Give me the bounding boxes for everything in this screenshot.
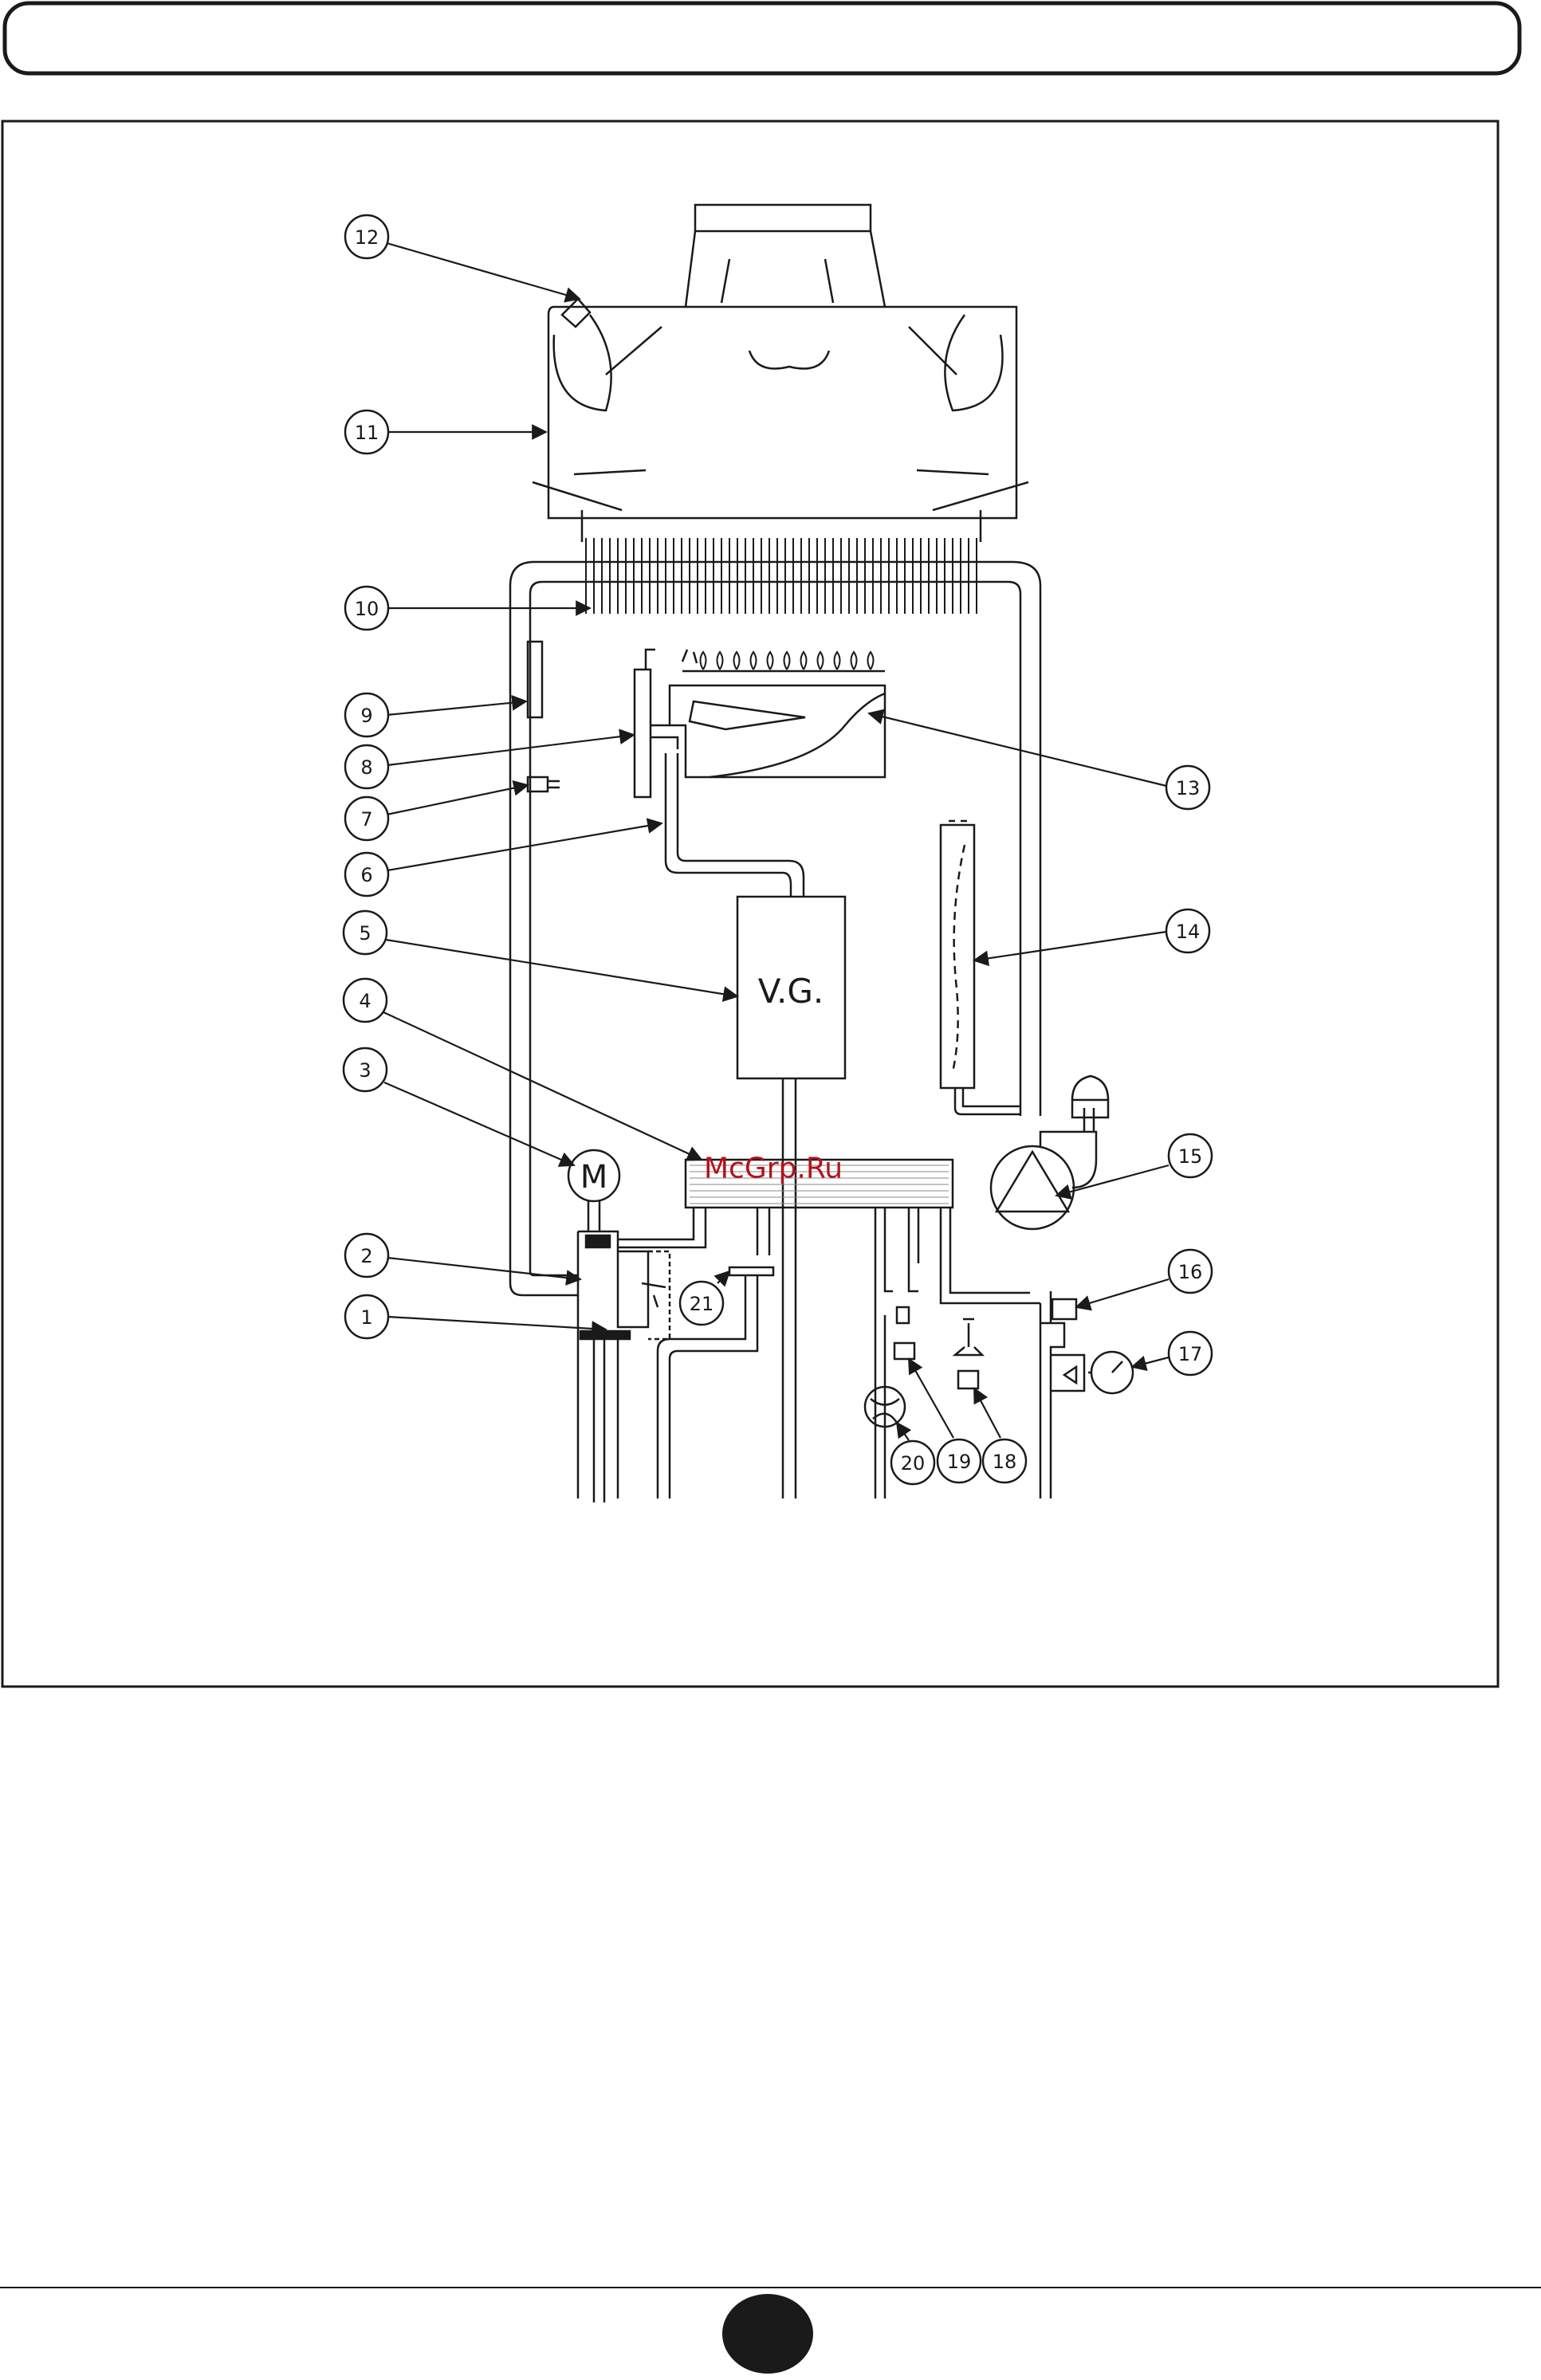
callout-21-circle <box>678 1280 725 1326</box>
expansion-vessel <box>939 819 1020 1116</box>
circulation-pump <box>989 1098 1110 1231</box>
flow-switch <box>952 1318 985 1390</box>
callout-20-label: 20 <box>901 1452 926 1475</box>
header-bar <box>2 1 1522 76</box>
leader-13 <box>867 709 1167 787</box>
leader-8 <box>387 729 635 767</box>
callout-9-circle <box>344 692 390 738</box>
leader-14 <box>973 930 1167 967</box>
callout-15-label: 15 <box>1178 1145 1203 1168</box>
safety-valve <box>1039 1291 1078 1498</box>
leader-2 <box>387 1256 582 1286</box>
callout-5-label: 5 <box>359 922 371 945</box>
callout-16-circle <box>1167 1248 1213 1294</box>
hydraulic-block <box>684 1158 954 1209</box>
leader-21 <box>713 1270 731 1287</box>
flow-turbine <box>863 1385 906 1428</box>
callout-5-circle <box>342 909 388 956</box>
motor-shaft <box>587 1201 601 1231</box>
primary-circuit-pipe <box>509 560 1042 1297</box>
callout-11-circle <box>344 409 390 455</box>
motor-label: M <box>580 1159 608 1196</box>
callout-4-circle <box>342 977 388 1023</box>
leader-12 <box>386 242 581 303</box>
watermark-text: McGrp.Ru <box>704 1153 843 1185</box>
leader-16 <box>1075 1278 1170 1311</box>
callout-3-label: 3 <box>359 1059 371 1082</box>
hydraulic-block-hatching <box>690 1164 949 1204</box>
heat-exchanger-fins <box>585 538 977 614</box>
outlet-pipes <box>656 1208 775 1498</box>
leader-17 <box>1130 1355 1170 1372</box>
automatic-air-vent <box>1071 1074 1110 1101</box>
ignition-electrode <box>633 648 679 799</box>
callout-13-circle <box>1165 764 1211 811</box>
callout-7-circle <box>344 795 390 842</box>
callout-21-label: 21 <box>690 1293 714 1315</box>
callout-4-label: 4 <box>359 990 371 1012</box>
leader-1 <box>387 1315 607 1337</box>
flue-thermostat <box>526 640 544 719</box>
pressure-gauge <box>1051 1350 1134 1395</box>
leader-15 <box>1055 1164 1170 1200</box>
leader-18 <box>973 1387 1001 1439</box>
callout-10-label: 10 <box>355 598 379 620</box>
callout-6-label: 6 <box>360 864 372 886</box>
callout-8-circle <box>344 744 390 790</box>
burner-flames <box>699 650 875 670</box>
callout-17-circle <box>1167 1330 1213 1377</box>
callout-1-circle <box>344 1294 390 1340</box>
leader-19 <box>908 1357 954 1439</box>
callout-8-label: 8 <box>360 756 372 779</box>
callout-15-circle <box>1167 1133 1213 1179</box>
callout-11-label: 11 <box>355 422 379 444</box>
callout-19-label: 19 <box>947 1451 972 1473</box>
callout-7-label: 7 <box>360 808 372 831</box>
callout-14-label: 14 <box>1176 921 1201 943</box>
overheat-thermostat <box>526 776 560 793</box>
callout-13-label: 13 <box>1176 777 1201 799</box>
callout-18-label: 18 <box>993 1451 1017 1473</box>
flue-hood <box>532 203 1029 542</box>
callout-18-circle <box>981 1438 1028 1484</box>
callout-16-label: 16 <box>1178 1261 1203 1283</box>
motor-circle <box>567 1149 621 1203</box>
callout-12-label: 12 <box>355 226 379 249</box>
callout-1-label: 1 <box>360 1306 372 1329</box>
callout-19-circle <box>936 1438 982 1484</box>
callout-6-circle <box>344 851 390 897</box>
page-number-badge <box>722 2294 813 2374</box>
leader-7 <box>386 780 529 816</box>
leader-9 <box>386 694 528 717</box>
leader-20 <box>895 1421 912 1441</box>
callout-14-circle <box>1165 908 1211 954</box>
diverter-valve <box>576 1208 707 1502</box>
leader-5 <box>385 938 739 1002</box>
dhw-pipes <box>874 1208 920 1498</box>
diagram-frame <box>1 120 1500 1688</box>
gas-inlet-pipe <box>781 1078 797 1498</box>
leader-6 <box>387 818 663 872</box>
leader-3 <box>383 1081 576 1167</box>
callout-9-label: 9 <box>360 705 372 727</box>
return-pipe <box>939 1208 1040 1305</box>
callout-10-circle <box>344 585 390 631</box>
leader-4 <box>381 1011 703 1161</box>
gas-valve-label: V.G. <box>758 972 824 1011</box>
callout-12-circle <box>344 214 390 260</box>
callout-2-circle <box>344 1232 390 1278</box>
callout-17-label: 17 <box>1178 1343 1203 1365</box>
gas-pipe <box>664 753 805 897</box>
callout-20-circle <box>890 1439 936 1486</box>
callout-2-label: 2 <box>360 1245 372 1267</box>
callout-3-circle <box>342 1047 388 1093</box>
